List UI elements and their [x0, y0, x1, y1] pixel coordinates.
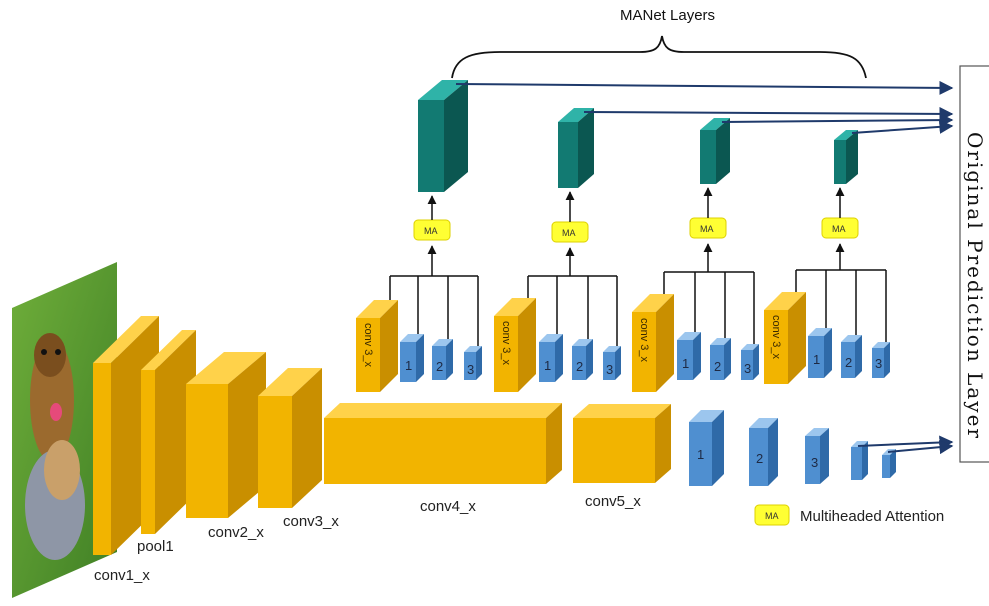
backbone	[93, 316, 671, 555]
branch-4-conv3-label: conv 3_x	[770, 315, 782, 360]
conv4-block	[324, 403, 562, 484]
pool1-label: pool1	[137, 538, 174, 555]
branch-3-blue-1-number: 1	[682, 356, 689, 371]
branch-4: conv 3_x 1 2 3 MA	[764, 130, 890, 384]
manet-arrow-2	[583, 106, 954, 121]
branch-1-conv3-label: conv 3_x	[362, 323, 374, 368]
bottom-block-4	[851, 441, 868, 480]
branch-4-blue-2: 2	[841, 335, 862, 378]
branch-3-connectors	[663, 271, 755, 344]
manet-arrow-3	[721, 113, 954, 128]
pool1-block	[141, 330, 196, 534]
bottom-block-5	[882, 449, 896, 478]
branch-3-conv3: conv 3_x	[632, 294, 674, 392]
branch-2-blue-2: 2	[572, 339, 593, 380]
branch-2-conv3: conv 3_x	[494, 298, 536, 392]
bottom-arrow-2	[887, 440, 954, 455]
branch-3-blue-1: 1	[677, 332, 701, 380]
branch-4-ma-label: MA	[832, 224, 846, 234]
bottom-block-3-number: 3	[811, 455, 818, 470]
branch-4-blue-1: 1	[808, 328, 832, 378]
branch-3-blue-2-number: 2	[714, 359, 721, 374]
branch-3-blue-3-number: 3	[744, 361, 751, 376]
bottom-arrow-1	[857, 435, 954, 450]
branch-4-connectors	[795, 269, 887, 342]
branch-4-manet-block	[834, 130, 858, 184]
bottom-block-1: 1	[689, 410, 724, 486]
branch-1: conv 3_x 1 2 3 MA	[356, 80, 482, 392]
legend-ma-badge-label: MA	[765, 511, 779, 521]
conv1-label: conv1_x	[94, 567, 150, 584]
manet-arrow-4	[851, 119, 954, 134]
input-dog-image	[12, 262, 117, 598]
legend-ma-badge	[754, 504, 790, 526]
branch-1-ma-label: MA	[424, 226, 438, 236]
branch-1-blue-1: 1	[400, 334, 424, 382]
conv5-block	[573, 404, 671, 483]
branch-2-ma-label: MA	[562, 228, 576, 238]
branch-4-blue-3: 3	[872, 342, 890, 378]
branch-1-connectors	[389, 275, 479, 346]
branch-1-blue-2: 2	[432, 339, 453, 380]
branch-2-blue-1-number: 1	[544, 358, 551, 373]
branch-2-connectors	[527, 275, 618, 346]
branch-2-blue-3-number: 3	[606, 362, 613, 377]
branch-3-conv3-label: conv 3_x	[638, 318, 650, 363]
prediction-layer-label: Original Prediction Layer	[963, 132, 987, 440]
branch-2-blue-2-number: 2	[576, 359, 583, 374]
conv5-label: conv5_x	[585, 493, 641, 510]
branch-2-blue-1: 1	[539, 334, 563, 382]
manet-arrow-1	[455, 80, 954, 95]
branch-3-manet-block	[700, 118, 730, 184]
conv4-label: conv4_x	[420, 498, 476, 515]
branch-1-blue-2-number: 2	[436, 359, 443, 374]
legend-text: Multiheaded Attention	[800, 508, 944, 525]
branch-1-manet-block	[418, 80, 468, 192]
bottom-block-2-number: 2	[756, 451, 763, 466]
branch-2-blue-3: 3	[603, 346, 621, 380]
branch-1-blue-1-number: 1	[405, 358, 412, 373]
conv3-label: conv3_x	[283, 513, 339, 530]
manet-layers-brace	[451, 35, 867, 79]
bottom-block-2: 2	[749, 418, 778, 486]
branch-3-blue-2: 2	[710, 338, 731, 380]
branch-4-blue-1-number: 1	[813, 352, 820, 367]
branch-1-conv3: conv 3_x	[356, 300, 398, 392]
conv2-block	[186, 352, 266, 518]
branch-4-conv3: conv 3_x	[764, 292, 806, 384]
prediction-layer-box	[959, 65, 989, 463]
branch-4-blue-2-number: 2	[845, 355, 852, 370]
branch-4-blue-3-number: 3	[875, 356, 882, 371]
manet-layers-title: MANet Layers	[620, 7, 715, 24]
branch-3-blue-3: 3	[741, 344, 759, 380]
bottom-block-1-number: 1	[697, 447, 704, 462]
branch-1-blue-3-number: 3	[467, 362, 474, 377]
branch-2-manet-block	[558, 108, 594, 188]
conv2-label: conv2_x	[208, 524, 264, 541]
branch-2-conv3-label: conv 3_x	[500, 321, 512, 366]
branch-3: conv 3_x 1 2 3 MA	[632, 118, 759, 392]
branch-3-ma-label: MA	[700, 224, 714, 234]
branch-1-blue-3: 3	[464, 346, 482, 380]
bottom-block-3: 3	[805, 428, 829, 484]
conv3-block	[258, 368, 322, 508]
branch-2: conv 3_x 1 2 3 MA	[494, 108, 621, 392]
bottom-blue-blocks: 1 2 3	[689, 410, 896, 486]
